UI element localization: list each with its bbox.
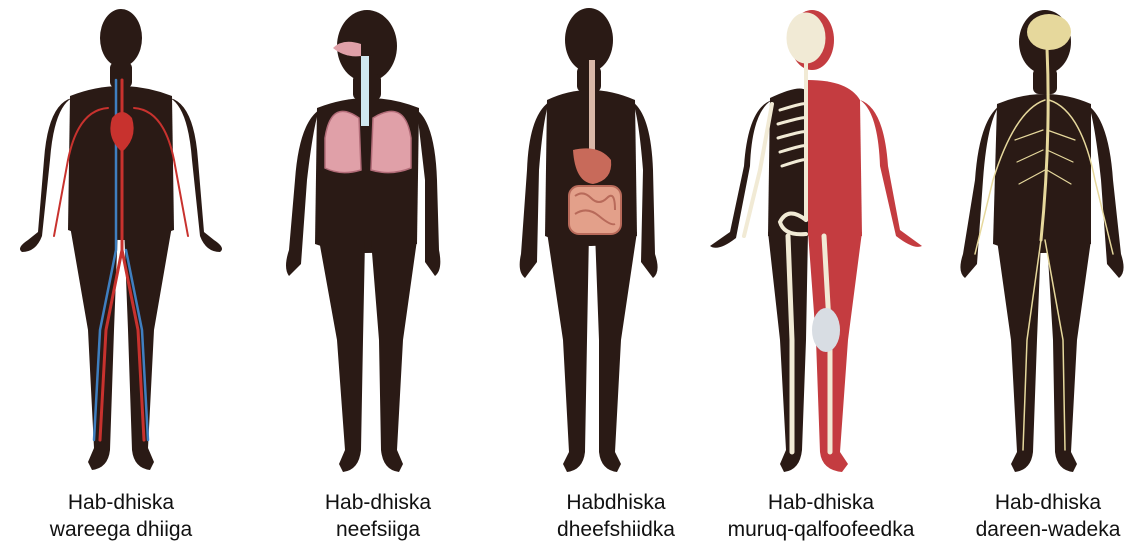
musculoskeletal-body-illustration — [708, 0, 934, 485]
trachea-shape — [361, 56, 369, 126]
intestine-shape — [569, 186, 621, 234]
figure-circulatory: Hab-dhiska wareega dhiiga — [8, 0, 234, 550]
caption-line1: Habdhiska — [503, 489, 729, 516]
respiratory-body-illustration — [265, 0, 491, 485]
right-lung-shape — [371, 111, 411, 172]
caption-line2: dareen-wadeka — [935, 516, 1132, 543]
caption-line2: neefsiiga — [265, 516, 491, 543]
figure-caption: Hab-dhiska muruq-qalfoofeedka — [708, 489, 934, 543]
left-lung-shape — [325, 111, 361, 172]
caption-line1: Hab-dhiska — [935, 489, 1132, 516]
caption-line2: wareega dhiiga — [8, 516, 234, 543]
brain-shape — [1027, 14, 1071, 50]
caption-line1: Hab-dhiska — [708, 489, 934, 516]
figure-caption: Hab-dhiska dareen-wadeka — [935, 489, 1132, 543]
figure-nervous: Hab-dhiska dareen-wadeka — [935, 0, 1132, 550]
caption-line2: dheefshiidka — [503, 516, 729, 543]
esophagus-shape — [589, 60, 595, 160]
knee-shape — [812, 308, 840, 352]
figure-caption: Habdhiska dheefshiidka — [503, 489, 729, 543]
figure-musculoskeletal: Hab-dhiska muruq-qalfoofeedka — [708, 0, 934, 550]
digestive-body-illustration — [503, 0, 729, 485]
caption-line1: Hab-dhiska — [8, 489, 234, 516]
figure-respiratory: Hab-dhiska neefsiiga — [265, 0, 491, 550]
caption-line1: Hab-dhiska — [265, 489, 491, 516]
figure-caption: Hab-dhiska neefsiiga — [265, 489, 491, 543]
circulatory-body-illustration — [8, 0, 234, 485]
figure-digestive: Habdhiska dheefshiidka — [503, 0, 729, 550]
caption-line2: muruq-qalfoofeedka — [708, 516, 934, 543]
nervous-body-illustration — [935, 0, 1131, 485]
figure-caption: Hab-dhiska wareega dhiiga — [8, 489, 234, 543]
